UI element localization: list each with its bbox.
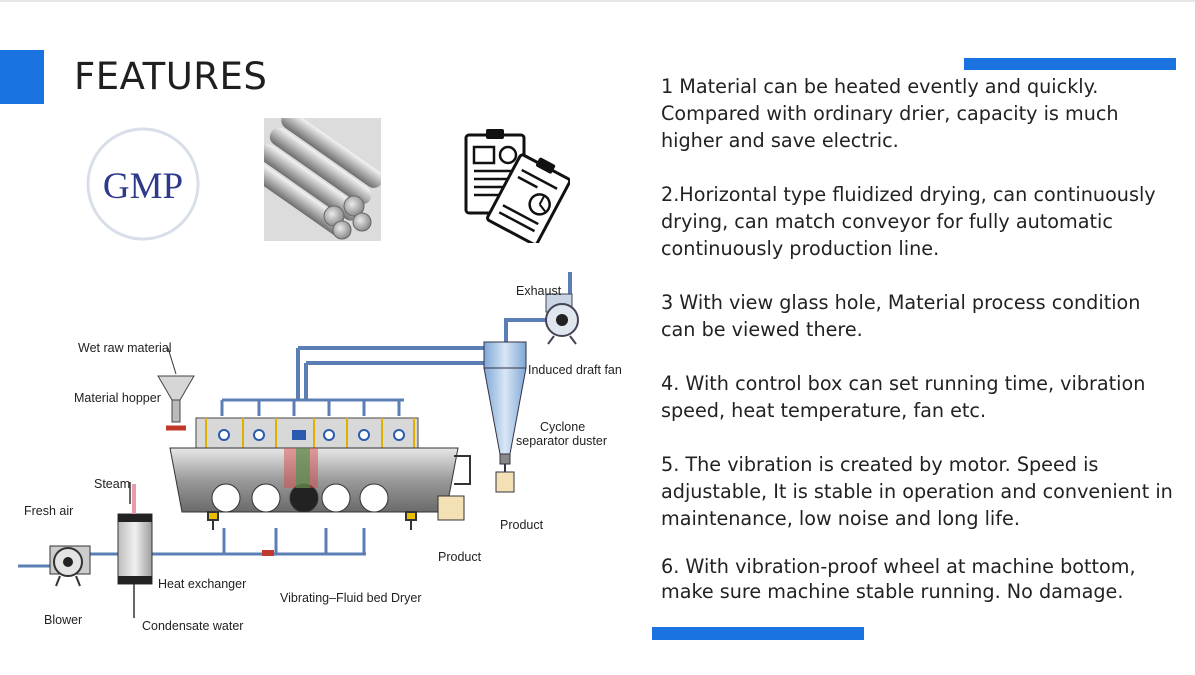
feature-line: 1 Material can be heated evently and qui… <box>661 75 1099 98</box>
label-blower: Blower <box>44 613 82 627</box>
accent-bar-top <box>964 58 1176 70</box>
feature-item-2: 2.Horizontal type fluidized drying, can … <box>661 181 1186 262</box>
steel-rods-icon <box>246 111 383 241</box>
label-separator-duster: separator duster <box>516 434 607 448</box>
material-hopper-icon <box>157 347 195 431</box>
feature-line: 2.Horizontal type fluidized drying, can … <box>661 183 1156 206</box>
feature-line: adjustable, It is stable in operation an… <box>661 480 1173 503</box>
valve-icon <box>262 550 274 556</box>
feature-item-6: 6. With vibration-proof wheel at machine… <box>661 554 1186 604</box>
feature-line: maintenance, low noise and long life. <box>661 507 1020 530</box>
cyclone-separator-icon <box>483 341 527 493</box>
label-steam: Steam <box>94 477 130 491</box>
feature-item-5: 5. The vibration is created by motor. Sp… <box>661 451 1186 532</box>
dryer-process-diagram: Exhaust Wet raw material Material hopper… <box>14 268 639 640</box>
induced-draft-fan-icon <box>545 293 579 345</box>
blower-icon <box>49 545 91 587</box>
feature-line: 4. With control box can set running time… <box>661 372 1146 395</box>
title-accent-block <box>0 50 44 104</box>
feature-line: 6. With vibration-proof wheel at machine… <box>661 555 1136 578</box>
exhaust-pipe <box>296 272 572 400</box>
feature-line: Compared with ordinary drier, capacity i… <box>661 102 1119 125</box>
label-product-bottom: Product <box>438 550 482 564</box>
gmp-badge-icon: GMP <box>85 125 201 243</box>
label-wet-raw-material: Wet raw material <box>78 341 172 355</box>
feature-item-4: 4. With control box can set running time… <box>661 370 1186 424</box>
label-material-hopper: Material hopper <box>74 391 161 405</box>
top-divider <box>0 0 1195 2</box>
heat-exchanger-icon <box>117 482 153 618</box>
label-fresh-air: Fresh air <box>24 504 73 518</box>
label-product-right: Product <box>500 518 544 532</box>
feature-item-1: 1 Material can be heated evently and qui… <box>661 73 1186 154</box>
label-cyclone: Cyclone <box>540 420 585 434</box>
label-condensate-water: Condensate water <box>142 619 243 633</box>
feature-line: make sure machine stable running. No dam… <box>661 580 1124 603</box>
vibrating-fluid-bed-dryer-icon <box>169 417 471 530</box>
feature-item-3: 3 With view glass hole, Material process… <box>661 289 1186 343</box>
feature-line: continuously production line. <box>661 237 940 260</box>
label-induced-draft-fan: Induced draft fan <box>528 363 622 377</box>
clipboard-documents-icon <box>462 125 572 246</box>
feature-line: speed, heat temperature, fan etc. <box>661 399 987 422</box>
page-title: FEATURES <box>74 55 268 98</box>
manifold-pipes <box>220 398 404 416</box>
label-exhaust: Exhaust <box>516 284 562 298</box>
feature-line: can be viewed there. <box>661 318 863 341</box>
label-heat-exchanger: Heat exchanger <box>158 577 246 591</box>
feature-line: 3 With view glass hole, Material process… <box>661 291 1141 314</box>
feature-line: 5. The vibration is created by motor. Sp… <box>661 453 1099 476</box>
feature-line: higher and save electric. <box>661 129 899 152</box>
accent-bar-bottom <box>652 627 864 640</box>
label-vibrating-fluid-bed-dryer: Vibrating–Fluid bed Dryer <box>280 591 422 605</box>
feature-line: drying, can match conveyor for fully aut… <box>661 210 1113 233</box>
gmp-badge-text: GMP <box>103 166 183 207</box>
